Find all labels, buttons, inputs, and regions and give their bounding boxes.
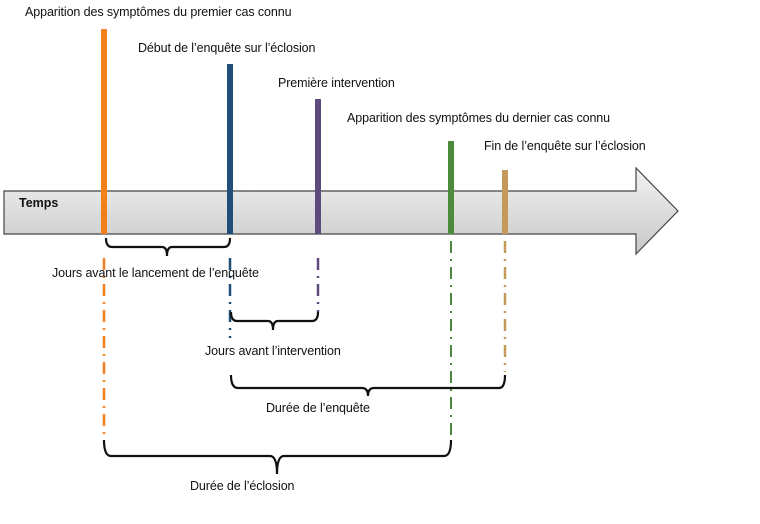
investigation-duration-brace (229, 374, 507, 397)
event-label-first-intervention: Première intervention (278, 76, 395, 90)
interval-label-outbreak-duration: Durée de l’éclosion (190, 479, 295, 493)
interval-label-days-before-intervention: Jours avant l’intervention (205, 344, 341, 358)
event-label-first-case: Apparition des symptômes du premier cas … (25, 5, 292, 19)
time-arrow (3, 166, 679, 256)
interval-label-days-before-investigation: Jours avant le lancement de l’enquête (52, 266, 259, 280)
investigation-end-marker (502, 170, 508, 234)
interval-label-investigation-duration: Durée de l’enquête (266, 401, 370, 415)
days-before-intervention-brace (229, 311, 320, 331)
event-label-last-case: Apparition des symptômes du dernier cas … (347, 111, 611, 125)
first-intervention-marker (315, 99, 321, 234)
event-label-investigation-start: Début de l’enquête sur l’éclosion (138, 41, 316, 55)
first-case-marker (101, 29, 107, 234)
investigation-start-marker (227, 64, 233, 234)
event-label-investigation-end: Fin de l’enquête sur l’éclosion (484, 139, 646, 153)
outbreak-duration-brace (102, 439, 453, 475)
days-before-investigation-brace (104, 237, 232, 257)
axis-label: Temps (19, 196, 59, 210)
last-case-marker (448, 141, 454, 234)
